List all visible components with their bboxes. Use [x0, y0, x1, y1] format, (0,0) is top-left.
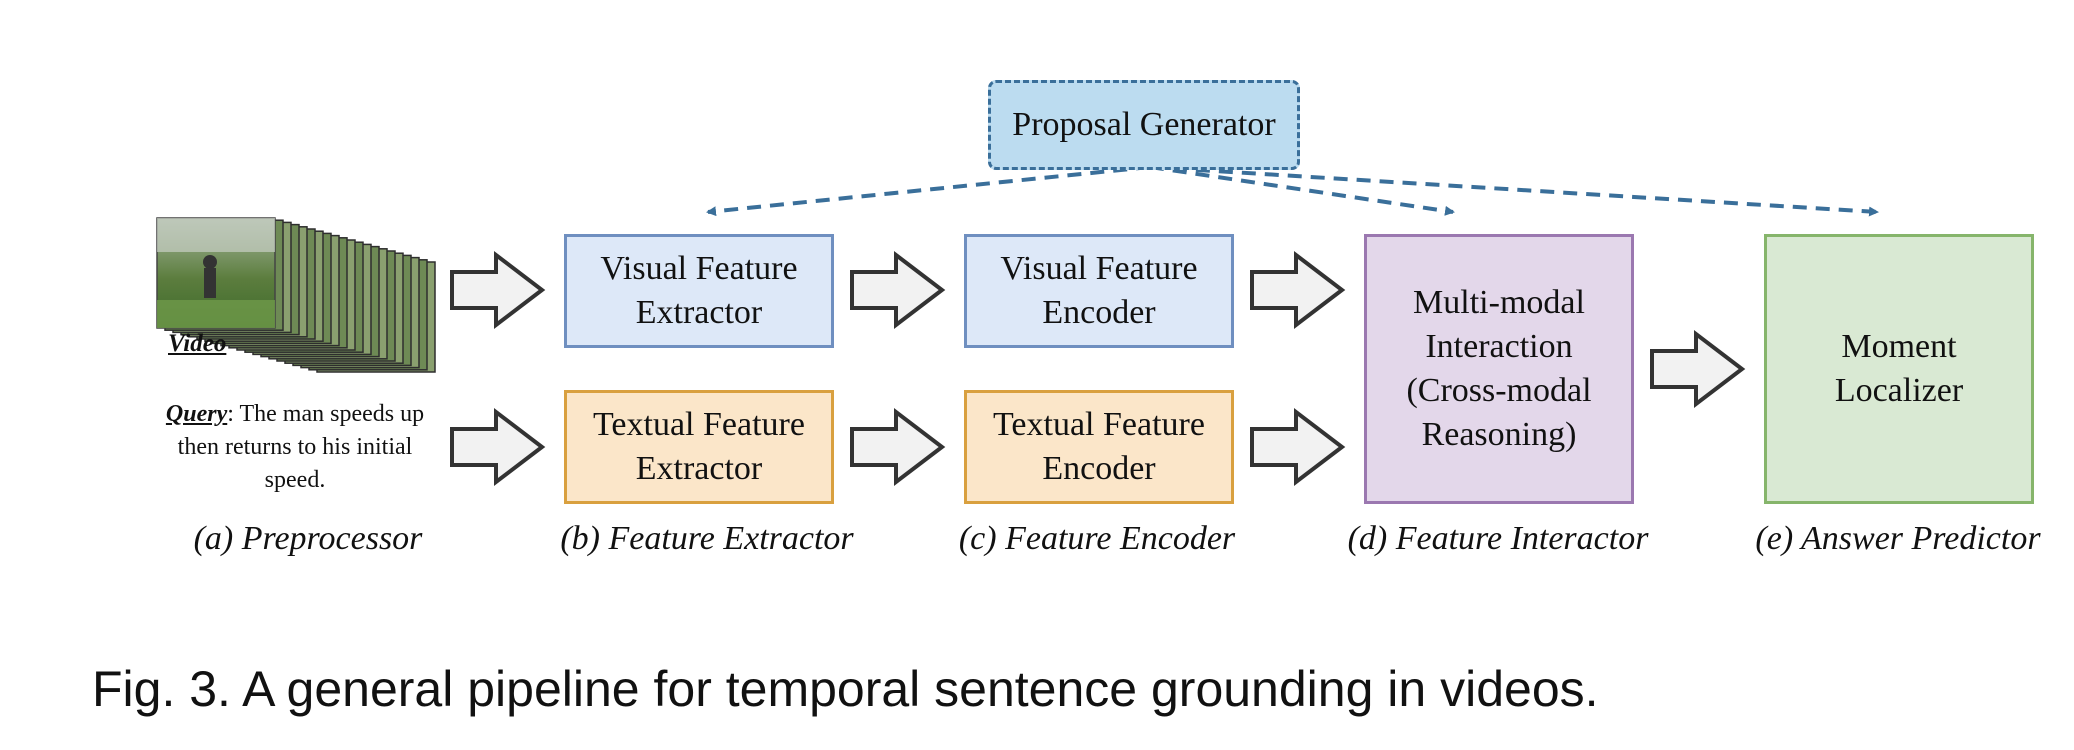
proposal-generator-label: Proposal Generator: [1012, 106, 1276, 143]
proposal-dashed-arrows: [706, 165, 1879, 217]
visual-feature-extractor-box: Visual Feature Extractor: [564, 234, 834, 348]
moment-localizer-box: Moment Localizer: [1764, 234, 2034, 504]
query-sentence: : The man speeds up then returns to his …: [177, 401, 425, 493]
dashed-arrow-to-predictor: [1149, 165, 1879, 217]
proposal-generator-box: Proposal Generator: [988, 80, 1300, 170]
figure-caption: Fig. 3. A general pipeline for temporal …: [92, 661, 1599, 717]
arrow-textual-encoder-to-interactor: [1250, 407, 1346, 487]
stage-label-feature-interactor: (d) Feature Interactor: [1347, 520, 1649, 557]
arrow-textual-extractor-to-encoder: [850, 407, 946, 487]
arrow-visual-extractor-to-encoder: [850, 250, 946, 330]
textual-feature-extractor-label: Textual Feature Extractor: [593, 406, 805, 487]
stage-label-answer-predictor: (e) Answer Predictor: [1755, 520, 2041, 557]
textual-feature-extractor-box: Textual Feature Extractor: [564, 390, 834, 504]
query-label: Query: [165, 401, 228, 427]
multimodal-interaction-label: Multi-modal Interaction (Cross-modal Rea…: [1406, 284, 1592, 453]
dashed-arrow-to-extractor: [706, 165, 1151, 217]
stage-label-feature-extractor: (b) Feature Extractor: [560, 520, 854, 557]
moment-localizer-label: Moment Localizer: [1834, 328, 1964, 409]
arrow-video-to-extractor: [450, 250, 546, 330]
visual-feature-extractor-label: Visual Feature Extractor: [600, 250, 798, 331]
arrow-query-to-extractor: [450, 407, 546, 487]
arrow-visual-encoder-to-interactor: [1250, 250, 1346, 330]
video-frames-icon: [156, 217, 436, 373]
arrow-interactor-to-localizer: [1650, 329, 1746, 409]
textual-feature-encoder-label: Textual Feature Encoder: [993, 406, 1205, 487]
stage-label-feature-encoder: (c) Feature Encoder: [958, 520, 1236, 557]
dashed-arrow-to-interactor: [1149, 165, 1455, 216]
textual-feature-encoder-box: Textual Feature Encoder: [964, 390, 1234, 504]
stage-label-preprocessor: (a) Preprocessor: [193, 520, 423, 557]
query-text: Query: The man speeds up then returns to…: [150, 398, 440, 497]
flow-arrows: [450, 250, 1746, 487]
visual-feature-encoder-box: Visual Feature Encoder: [964, 234, 1234, 348]
video-label: Video: [168, 330, 227, 357]
visual-feature-encoder-label: Visual Feature Encoder: [1000, 250, 1198, 331]
multimodal-interaction-box: Multi-modal Interaction (Cross-modal Rea…: [1364, 234, 1634, 504]
